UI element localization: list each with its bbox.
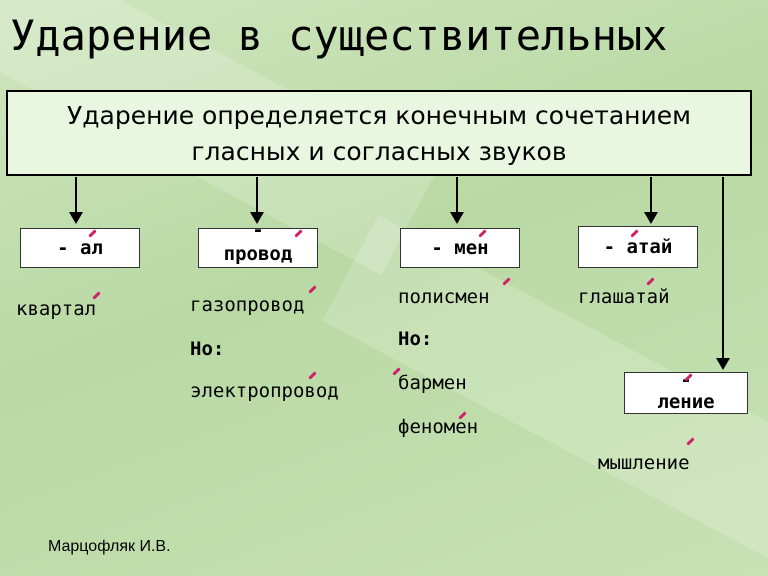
example-glashatai: глашатай [578,286,670,308]
arrowhead-men [450,212,464,224]
arrow-line-atai [650,177,652,215]
arrowhead-al [69,212,83,224]
suffix-provod: провод [223,243,293,265]
stress-mark-gazoprovod [308,285,317,294]
stress-mark-elektroprovod [308,371,317,380]
example-elektroprovod: электропровод [190,380,339,402]
exception-label-1: Но: [190,338,225,360]
suffix-lenie: ление [657,391,715,413]
example-fenomen: феномен [398,416,479,438]
example-polismen: полисмен [398,286,490,308]
suffix-box-men: - мен [400,228,520,268]
arrow-line-men [456,177,458,215]
suffix-atai: - атай [603,236,673,258]
rule-line-1: Ударение определяется конечным сочетание… [67,101,691,130]
suffix-provod-dash: - [252,219,264,241]
suffix-box-atai: - атай [578,226,698,268]
example-kvartal: квартал [16,298,97,320]
arrowhead-provod [250,212,264,224]
suffix-men: - мен [431,237,489,259]
example-barmen: бармен [398,372,467,394]
example-myshlenie: мышление [598,452,690,474]
arrow-line-lenie [722,177,724,362]
example-gazoprovod: газопровод [190,294,305,316]
suffix-al: - ал [57,237,103,259]
stress-mark-glashatai [646,277,655,286]
rule-box: Ударение определяется конечным сочетание… [6,90,752,176]
arrow-line-provod [256,177,258,215]
slide-title: Ударение в существительных [10,11,668,60]
arrow-line-al [75,177,77,215]
arrowhead-lenie [716,358,730,370]
exception-label-2: Но: [398,328,433,350]
stress-mark-kvartal [92,291,101,300]
author-credit: Марцофляк И.В. [48,538,171,555]
rule-line-2: гласных и согласных звуков [191,137,567,166]
suffix-box-al: - ал [20,228,140,268]
arrowhead-atai [644,212,658,224]
